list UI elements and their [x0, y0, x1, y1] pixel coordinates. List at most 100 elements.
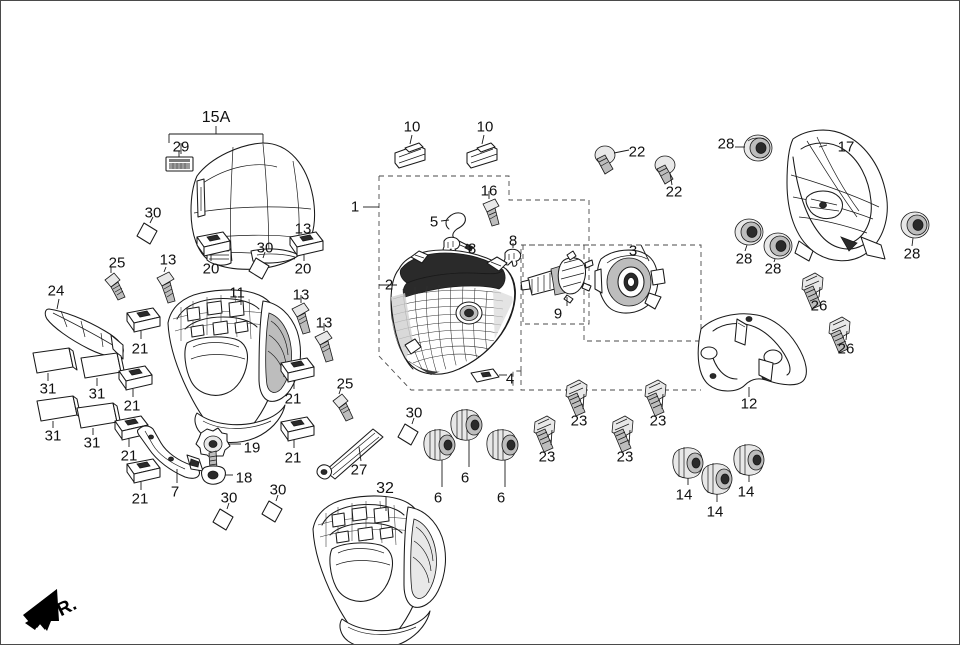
callout-8[interactable]: 8	[467, 240, 477, 258]
callout-13[interactable]: 13	[294, 220, 312, 238]
cushion-10-a	[394, 134, 426, 169]
callout-17[interactable]: 17	[837, 138, 855, 156]
callout-21[interactable]: 21	[131, 340, 149, 358]
clip-21-e	[280, 357, 315, 389]
callout-23[interactable]: 23	[538, 448, 556, 466]
callout-21[interactable]: 21	[284, 449, 302, 467]
callout-7[interactable]: 7	[170, 483, 180, 501]
headlight-stay-bracket	[786, 129, 888, 262]
callout-14[interactable]: 14	[737, 483, 755, 501]
callout-14[interactable]: 14	[675, 486, 693, 504]
callout-6[interactable]: 6	[460, 469, 470, 487]
callout-30[interactable]: 30	[405, 404, 423, 422]
callout-18[interactable]: 18	[235, 469, 253, 487]
callout-6[interactable]: 6	[433, 489, 443, 507]
callout-10[interactable]: 10	[403, 118, 421, 136]
clip-21-d	[126, 458, 161, 490]
callout-19[interactable]: 19	[243, 439, 261, 457]
grommet-6-a	[423, 429, 456, 487]
callout-5[interactable]: 5	[429, 213, 439, 231]
callout-16[interactable]: 16	[480, 182, 498, 200]
callout-14[interactable]: 14	[706, 503, 724, 521]
callout-9[interactable]: 9	[553, 305, 563, 323]
callout-28[interactable]: 28	[764, 260, 782, 278]
callout-10[interactable]: 10	[476, 118, 494, 136]
screw-13-c	[314, 323, 334, 363]
callout-26[interactable]: 26	[810, 297, 828, 315]
callout-13[interactable]: 13	[159, 251, 177, 269]
callout-21[interactable]: 21	[120, 447, 138, 465]
callout-21[interactable]: 21	[284, 390, 302, 408]
callout-1[interactable]: 1	[350, 198, 360, 216]
callout-30[interactable]: 30	[144, 204, 162, 222]
bolt-stud-18	[200, 450, 233, 485]
bolt-26-a	[801, 272, 824, 310]
callout-28[interactable]: 28	[903, 245, 921, 263]
callout-29[interactable]: 29	[172, 138, 190, 156]
pad-31-a	[32, 347, 78, 381]
callout-23[interactable]: 23	[616, 448, 634, 466]
callout-31[interactable]: 31	[44, 427, 62, 445]
headlight-bulb	[520, 250, 594, 306]
bolt-23-d	[644, 379, 667, 417]
callout-13[interactable]: 13	[292, 286, 310, 304]
callout-3[interactable]: 3	[628, 242, 638, 260]
callout-27[interactable]: 27	[350, 461, 368, 479]
pad-31-d	[76, 402, 122, 435]
callout-11[interactable]: 11	[229, 284, 245, 302]
callout-32[interactable]: 32	[376, 480, 394, 497]
callout-22[interactable]: 22	[628, 143, 646, 161]
grommet-28-d	[900, 211, 930, 247]
grommet-28-c	[763, 232, 793, 263]
clip-square-parts	[136, 216, 419, 531]
grommet-6-c	[486, 429, 519, 487]
stay-bracket-7	[136, 425, 204, 483]
callout-20[interactable]: 20	[202, 260, 220, 278]
callout-25[interactable]: 25	[336, 375, 354, 393]
callout-28[interactable]: 28	[717, 135, 735, 153]
callout-6[interactable]: 6	[496, 489, 506, 507]
callout-26[interactable]: 26	[837, 340, 855, 358]
callout-30[interactable]: 30	[220, 489, 238, 507]
trim-molding-24	[44, 298, 124, 360]
front-direction-arrow	[23, 589, 59, 631]
callout-31[interactable]: 31	[39, 380, 57, 398]
clip-21-b	[118, 365, 153, 397]
callout-30[interactable]: 30	[269, 481, 287, 499]
callout-2[interactable]: 2	[384, 276, 394, 294]
callout-25[interactable]: 25	[108, 254, 126, 272]
callout-21[interactable]: 21	[123, 397, 141, 415]
grommet-14-c	[733, 444, 765, 482]
callout-31[interactable]: 31	[83, 434, 101, 452]
callout-20[interactable]: 20	[294, 260, 312, 278]
callout-12[interactable]: 12	[740, 395, 758, 413]
callout-15A[interactable]: 15A	[201, 109, 231, 126]
front-cowling-11	[167, 289, 302, 444]
screw-13-b	[291, 295, 311, 335]
callout-4[interactable]: 4	[505, 370, 515, 388]
nut-serrated-19	[195, 427, 241, 460]
callout-21[interactable]: 21	[131, 490, 149, 508]
callout-28[interactable]: 28	[735, 250, 753, 268]
screw-13-a	[156, 266, 176, 304]
grommet-6-b	[450, 409, 483, 467]
callout-31[interactable]: 31	[88, 385, 106, 403]
bulb-socket-cap	[594, 244, 666, 314]
cushion-10-b	[466, 134, 498, 169]
callout-8[interactable]: 8	[508, 232, 518, 250]
callout-24[interactable]: 24	[47, 282, 65, 300]
screw-22-a	[594, 145, 630, 175]
group-boundary-socket	[583, 244, 702, 342]
clip-plate-4	[470, 368, 507, 383]
pad-31-c	[36, 395, 82, 428]
headlight-unit	[379, 249, 516, 375]
callout-23[interactable]: 23	[570, 412, 588, 430]
callout-23[interactable]: 23	[649, 412, 667, 430]
callout-30[interactable]: 30	[256, 239, 274, 257]
screw-16	[482, 191, 500, 227]
clip-21-a	[126, 307, 161, 339]
callout-22[interactable]: 22	[665, 183, 683, 201]
callout-13[interactable]: 13	[315, 314, 333, 332]
front-cowling-inner-32	[312, 495, 447, 644]
